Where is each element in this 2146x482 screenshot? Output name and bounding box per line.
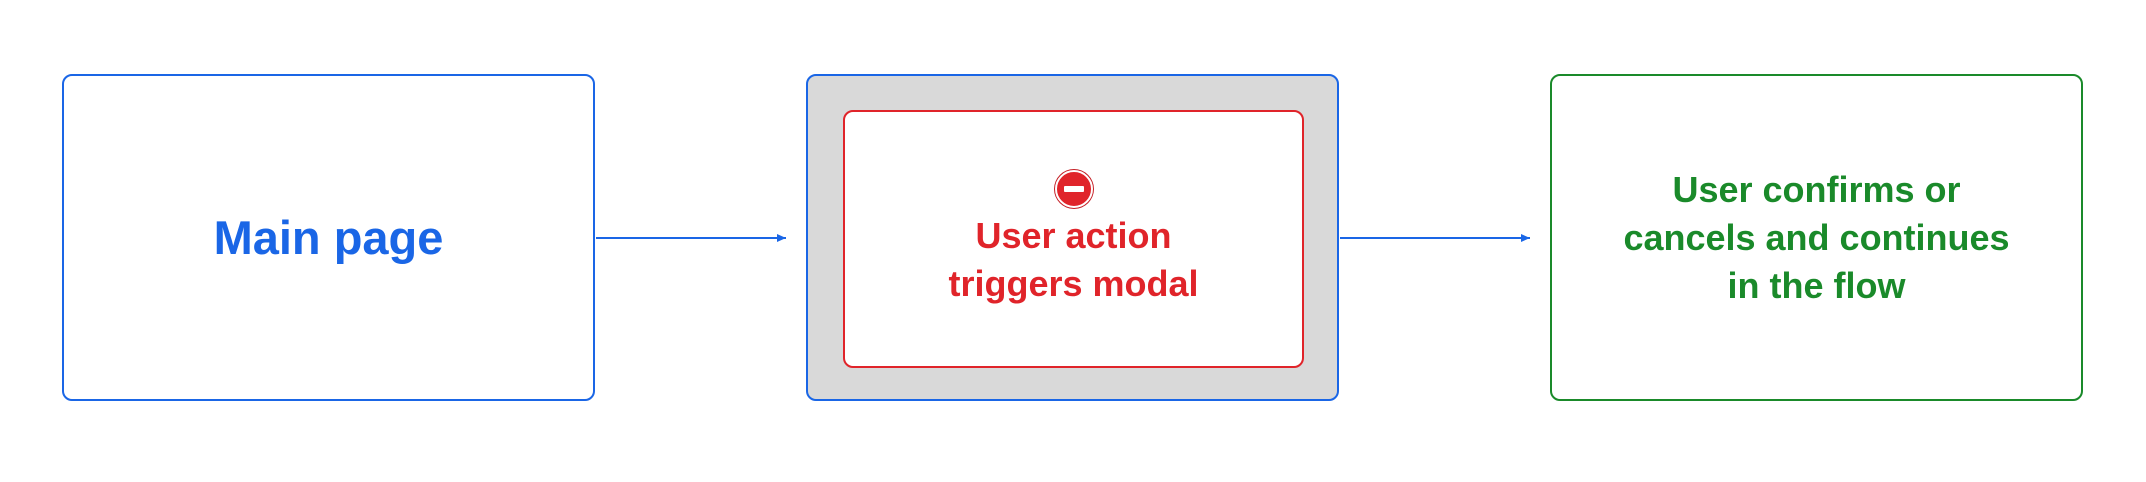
modal-dialog: User action triggers modal xyxy=(843,110,1304,368)
main-page-label: Main page xyxy=(213,210,444,264)
no-entry-icon xyxy=(1054,170,1093,208)
result-label: User confirms or cancels and continues i… xyxy=(1623,168,2010,306)
modal-label: User action triggers modal xyxy=(948,215,1199,304)
main-page-box: Main page xyxy=(62,74,595,401)
modal-overlay-box: User action triggers modal xyxy=(806,74,1339,401)
result-box: User confirms or cancels and continues i… xyxy=(1550,74,2083,401)
